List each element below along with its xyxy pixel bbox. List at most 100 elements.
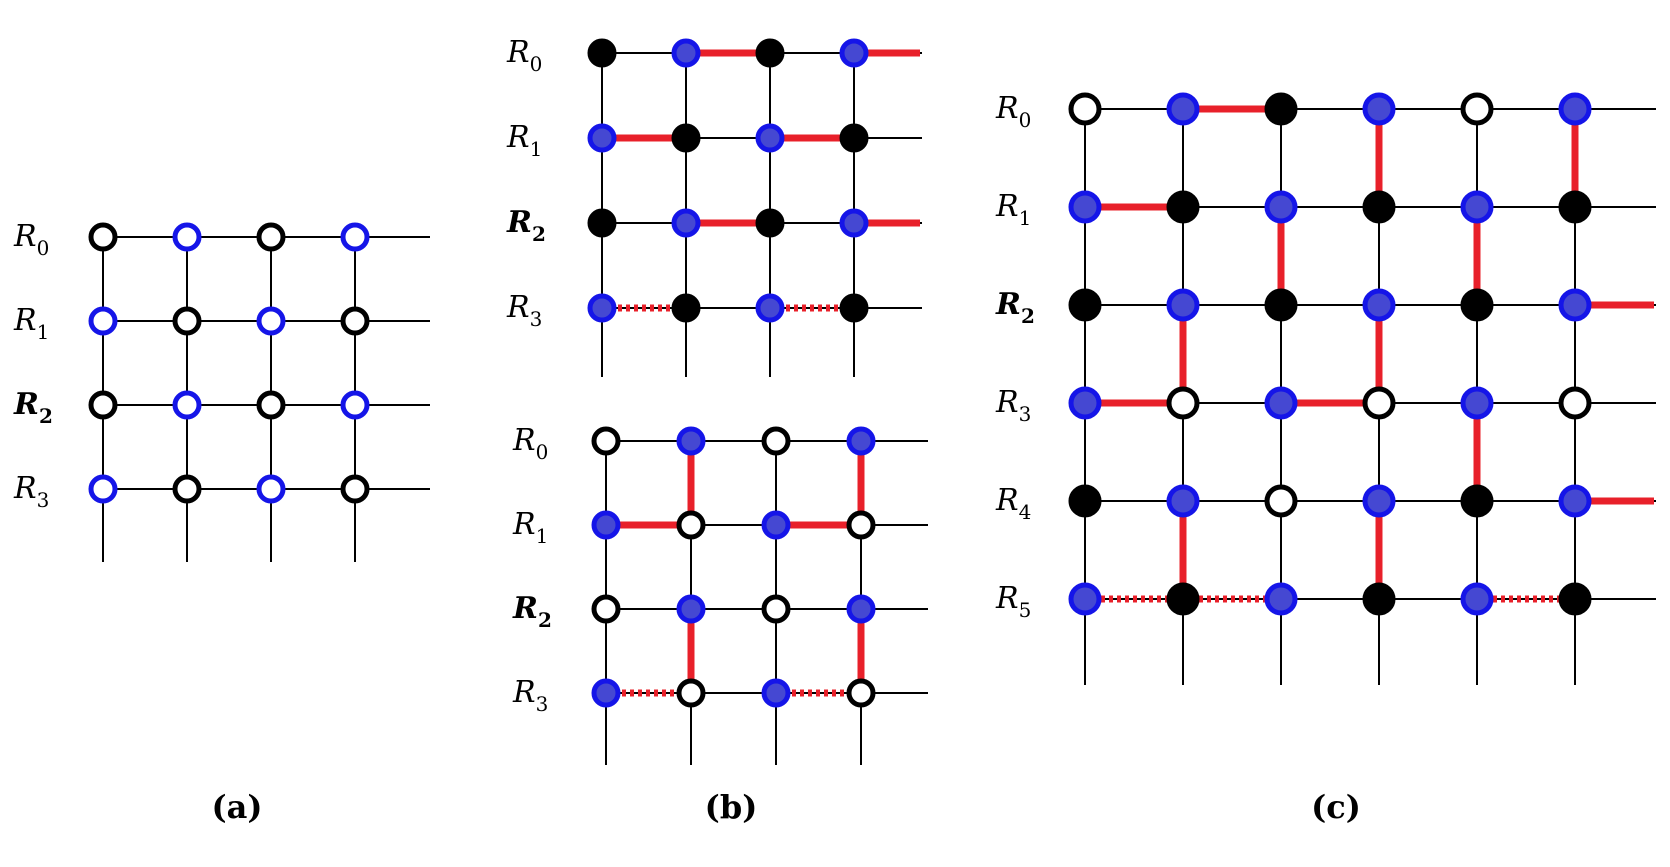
row-label: R2 [506,205,546,246]
blue-filled-node [761,510,791,540]
row-label: R0 [512,423,548,464]
white-filled-node [676,678,706,708]
black-ring-node [172,474,202,504]
black-filled-node [755,38,785,68]
blue-filled-node [1558,92,1592,126]
nodes [88,222,370,504]
white-filled-node [846,510,876,540]
blue-filled-node [1068,582,1102,616]
white-filled-node [1460,92,1494,126]
black-filled-node [839,293,869,323]
black-filled-node [671,123,701,153]
black-filled-node [1558,582,1592,616]
row-label: R3 [506,290,542,331]
white-filled-node [676,510,706,540]
blue-ring-node [256,306,286,336]
blue-filled-node [1166,484,1200,518]
black-filled-node [1558,190,1592,224]
row-label: R1 [512,507,548,548]
white-filled-node [761,426,791,456]
nodes [587,38,869,323]
black-ring-node [88,390,118,420]
row-label: R2 [995,287,1035,328]
blue-filled-node [755,123,785,153]
blue-ring-node [88,474,118,504]
row-label: R3 [13,471,49,512]
black-filled-node [1068,484,1102,518]
blue-filled-node [1362,92,1396,126]
black-filled-node [839,123,869,153]
row-label: R4 [995,483,1031,524]
blue-filled-node [591,510,621,540]
blue-filled-node [839,38,869,68]
blue-filled-node [1068,386,1102,420]
blue-filled-node [1558,288,1592,322]
black-filled-node [1166,582,1200,616]
nodes [1068,92,1592,616]
black-filled-node [755,208,785,238]
blue-ring-node [340,222,370,252]
blue-filled-node [1460,386,1494,420]
white-filled-node [761,594,791,624]
black-filled-node [1264,92,1298,126]
black-filled-node [587,208,617,238]
blue-filled-node [1558,484,1592,518]
blue-filled-node [1362,484,1396,518]
blue-filled-node [1166,92,1200,126]
row-label: R1 [13,303,49,344]
blue-filled-node [1264,386,1298,420]
black-filled-node [1362,190,1396,224]
black-filled-node [1460,288,1494,322]
black-ring-node [256,222,286,252]
caption-a: (a) [211,788,262,826]
blue-ring-node [256,474,286,504]
black-filled-node [1264,288,1298,322]
blue-filled-node [587,293,617,323]
blue-filled-node [671,208,701,238]
nodes [591,426,876,708]
row-label: R3 [512,675,548,716]
bonds [606,441,865,697]
row-label: R0 [13,219,49,260]
black-filled-node [1460,484,1494,518]
black-ring-node [340,474,370,504]
blue-filled-node [676,594,706,624]
blue-filled-node [846,426,876,456]
black-filled-node [1068,288,1102,322]
black-filled-node [587,38,617,68]
white-filled-node [846,678,876,708]
blue-ring-node [88,306,118,336]
row-label: R0 [995,91,1031,132]
black-ring-node [172,306,202,336]
blue-ring-node [340,390,370,420]
blue-filled-node [587,123,617,153]
blue-ring-node [172,222,202,252]
blue-filled-node [1166,288,1200,322]
row-label: R1 [506,120,542,161]
blue-filled-node [671,38,701,68]
blue-filled-node [755,293,785,323]
row-label: R3 [995,385,1031,426]
blue-filled-node [1460,190,1494,224]
blue-filled-node [591,678,621,708]
white-filled-node [1362,386,1396,420]
white-filled-node [1068,92,1102,126]
white-filled-node [591,594,621,624]
row-label: R0 [506,35,542,76]
blue-filled-node [1460,582,1494,616]
blue-filled-node [1264,582,1298,616]
white-filled-node [1166,386,1200,420]
black-filled-node [1166,190,1200,224]
white-filled-node [591,426,621,456]
black-filled-node [1362,582,1396,616]
blue-filled-node [1362,288,1396,322]
